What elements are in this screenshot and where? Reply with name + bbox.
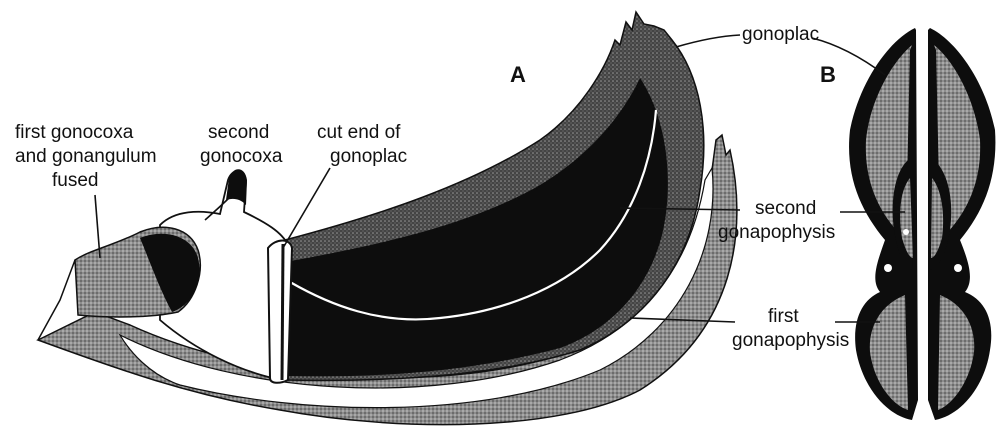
label-second-gonocoxa-line1: second — [208, 122, 269, 143]
label-first-gonapophysis-line2: gonapophysis — [732, 330, 849, 351]
label-first-gonocoxa-line1: first gonocoxa — [15, 122, 134, 143]
label-second-gonocoxa-line2: gonocoxa — [200, 146, 283, 167]
label-first-gonocoxa-line3: fused — [52, 170, 98, 191]
panel-a-drawing — [38, 12, 737, 425]
label-cut-end-line1: cut end of — [317, 122, 401, 143]
label-cut-end-line2: gonoplac — [330, 146, 407, 167]
cut-end-of-gonoplac — [268, 241, 292, 383]
panel-b-drawing — [849, 28, 995, 420]
label-first-gonapophysis-line1: first — [768, 306, 799, 327]
label-gonoplac: gonoplac — [742, 24, 819, 45]
panel-label-b: B — [820, 62, 836, 87]
panel-label-a: A — [510, 62, 526, 87]
label-first-gonocoxa-line2: and gonangulum — [15, 146, 157, 167]
label-second-gonapophysis-line1: second — [755, 198, 816, 219]
label-second-gonapophysis-line2: gonapophysis — [718, 222, 835, 243]
